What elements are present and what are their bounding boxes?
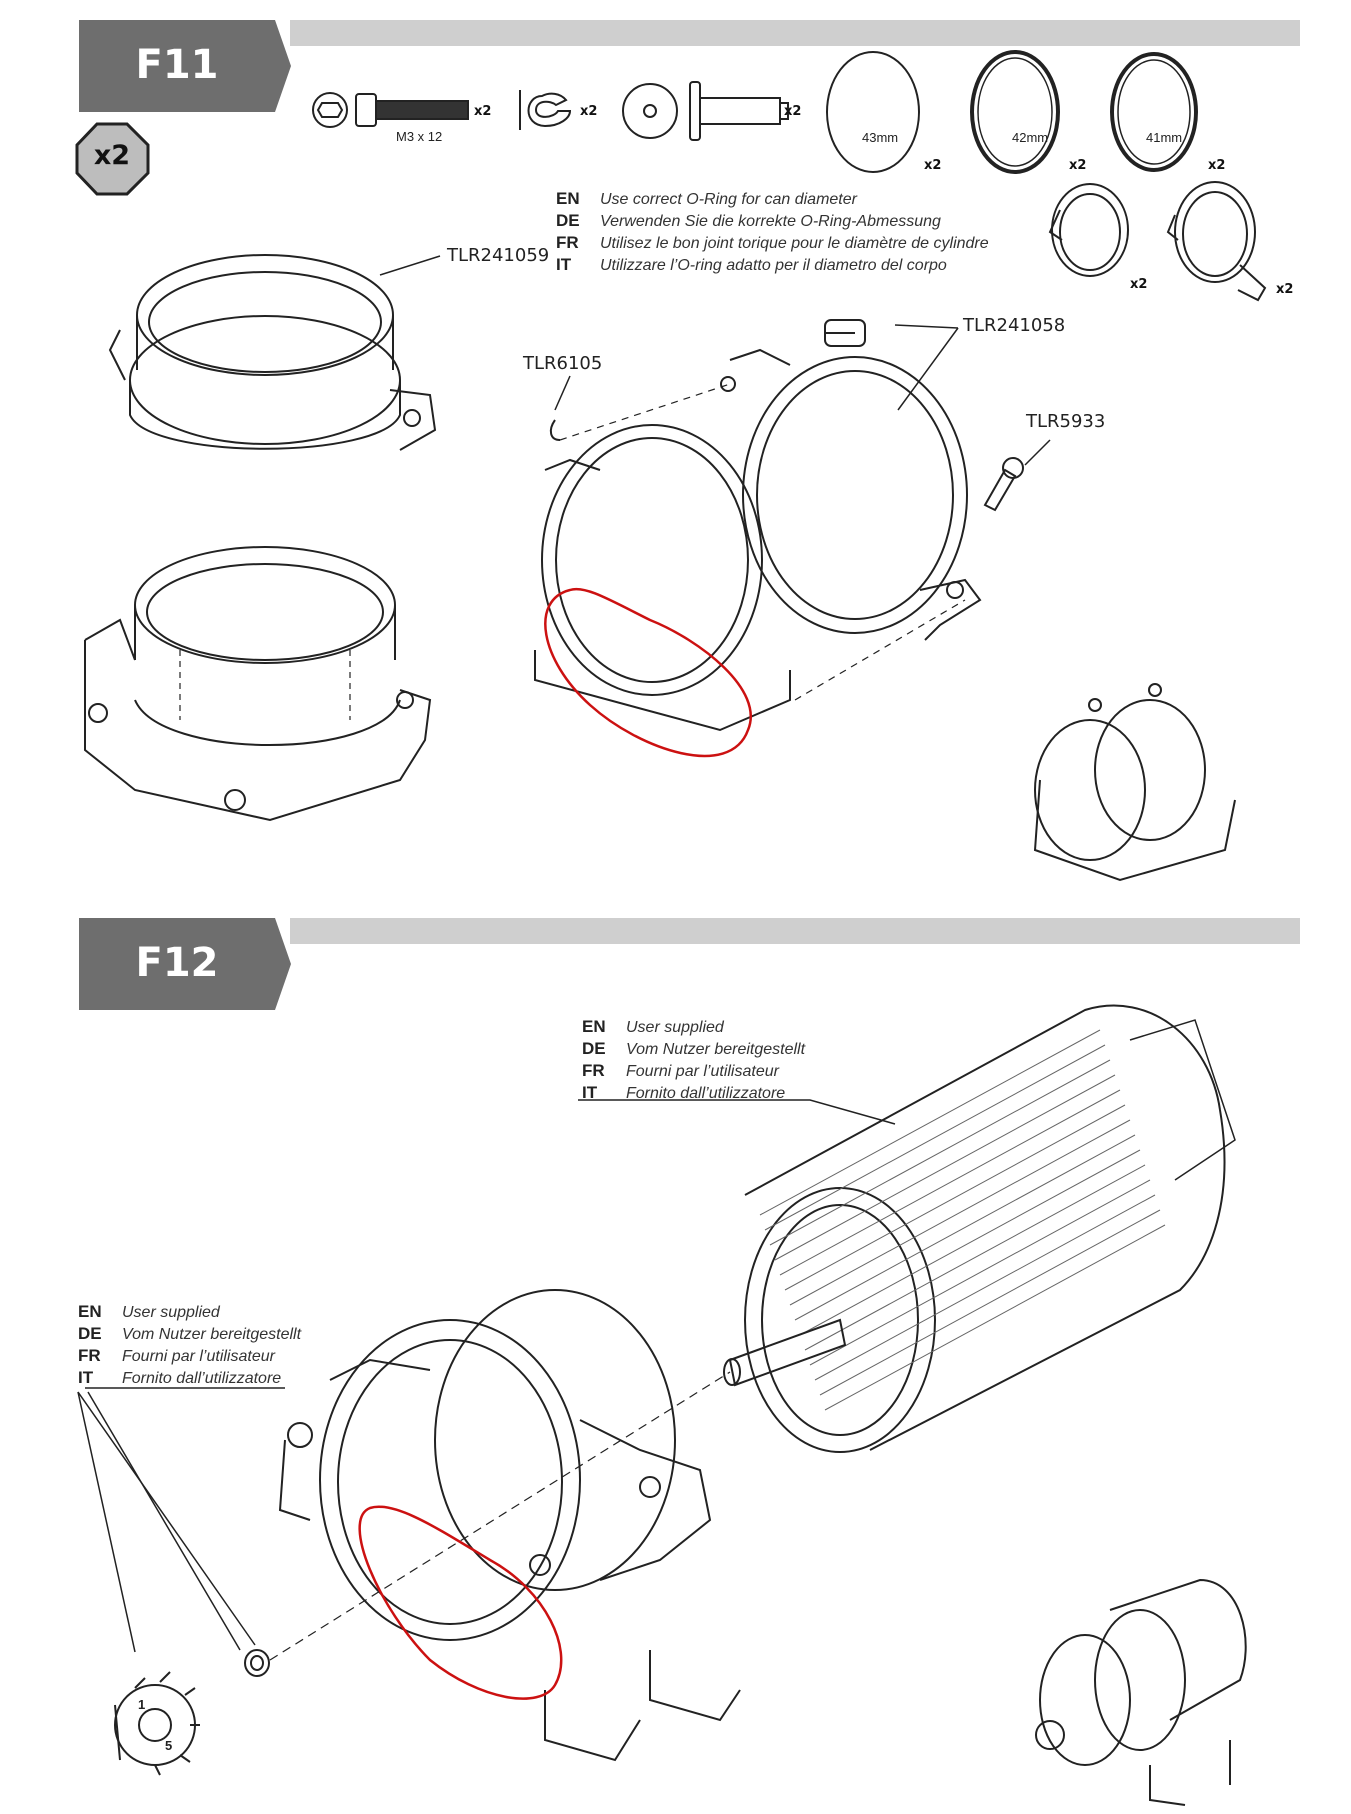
motor-user-supplied-note: EN User supplied DE Vom Nutzer bereitgeste… [582, 1016, 805, 1104]
note-text: User supplied [122, 1304, 220, 1321]
quantity-badge: x2 [93, 140, 131, 171]
highlight-circle-f11 [544, 587, 752, 758]
oring-43-qty: x2 [924, 158, 942, 173]
note-line: DE Vom Nutzer bereitgestellt [582, 1038, 805, 1060]
note-line: EN User supplied [78, 1301, 301, 1323]
note-line: FR Fourni par l’utilisateur [78, 1345, 301, 1367]
shaft-axis-line [269, 1371, 731, 1661]
lang-code: EN [78, 1302, 102, 1321]
note-text: Utilisez le bon joint torique pour le di… [600, 235, 989, 252]
clip-qty: x2 [580, 104, 598, 119]
set-screw-illustration [244, 1649, 270, 1677]
note-line: IT Fornito dall’utilizzatore [78, 1367, 301, 1389]
step-f11-band [290, 20, 1300, 46]
step-f12-band [290, 918, 1300, 944]
oring-41-qty: x2 [1208, 158, 1226, 173]
note-line: FR Utilisez le bon joint torique pour le … [556, 232, 989, 254]
note-text: Verwenden Sie die korrekte O-Ring-Abmess… [600, 213, 941, 230]
mount-tlr241059-illustration [84, 254, 437, 822]
pinion-user-supplied-note: EN User supplied DE Vom Nutzer bereitgeste… [78, 1301, 301, 1389]
note-text: Utilizzare l’O-ring adatto per il diamet… [600, 257, 947, 274]
lang-code: FR [78, 1346, 101, 1365]
ring-half-qty: x2 [1130, 277, 1148, 292]
note-text: Fornito dall’utilizzatore [122, 1370, 282, 1387]
lang-code: EN [556, 189, 580, 208]
pinion-mark-1: 1 [138, 1697, 146, 1712]
pinion-gear-illustration [114, 1671, 200, 1776]
f11-leader-lines [379, 255, 1051, 466]
lang-code: FR [582, 1061, 605, 1080]
screw-m3x12-icon [312, 92, 469, 128]
oring-41-size: 41mm [1146, 130, 1183, 145]
pin-qty: x2 [784, 104, 802, 119]
step-f12-title: F12 [135, 940, 219, 986]
note-line: IT Utilizzare l’O-ring adatto per il diam… [556, 254, 989, 276]
lang-code: IT [556, 255, 572, 274]
note-line: EN Use correct O-Ring for can diameter [556, 188, 989, 210]
step-f11-header: F11 [79, 20, 291, 112]
lang-code: DE [78, 1324, 102, 1343]
pinion-mark-5: 5 [165, 1738, 173, 1753]
lang-code: FR [556, 233, 579, 252]
f12-leader-lines [77, 1099, 896, 1653]
lang-code: DE [582, 1039, 606, 1058]
lang-code: IT [78, 1368, 94, 1387]
lang-code: IT [582, 1083, 598, 1102]
note-text: Use correct O-Ring for can diameter [600, 191, 857, 208]
note-line: FR Fourni par l’utilisateur [582, 1060, 805, 1082]
e-clip-icon [519, 90, 572, 130]
note-line: DE Verwenden Sie die korrekte O-Ring-Abme… [556, 210, 989, 232]
step-f12-header: F12 [79, 918, 291, 1010]
note-text: Vom Nutzer bereitgestellt [122, 1326, 302, 1343]
note-text: Fornito dall’utilizzatore [626, 1085, 786, 1102]
oring-42-qty: x2 [1069, 158, 1087, 173]
step-f11-title: F11 [135, 42, 219, 88]
clamp-qty: x2 [1276, 282, 1294, 297]
note-text: User supplied [626, 1019, 724, 1036]
part-label-tlr6105: TLR6105 [523, 353, 603, 374]
note-text: Vom Nutzer bereitgestellt [626, 1041, 806, 1058]
lang-code: EN [582, 1017, 606, 1036]
motor-illustration [723, 1004, 1236, 1453]
motor-mount-illustration [278, 1289, 741, 1762]
assembled-motor-view [1035, 1578, 1247, 1806]
lang-code: DE [556, 211, 580, 230]
clamp-assembly-illustration [534, 319, 1024, 732]
part-label-tlr241058: TLR241058 [963, 315, 1066, 336]
part-label-tlr241059: TLR241059 [447, 245, 550, 266]
assembled-clamp-view [1033, 683, 1236, 882]
part-label-tlr5933: TLR5933 [1026, 411, 1106, 432]
oring-icons [826, 50, 1198, 174]
note-line: DE Vom Nutzer bereitgestellt [78, 1323, 301, 1345]
note-line: IT Fornito dall’utilizzatore [582, 1082, 805, 1104]
ring-half-and-clamp-icons [1048, 181, 1267, 302]
highlight-circle-f12 [358, 1505, 563, 1700]
note-line: EN User supplied [582, 1016, 805, 1038]
washer-and-pin-icon [622, 81, 789, 141]
screw-qty: x2 [474, 104, 492, 119]
screw-size-label: M3 x 12 [396, 129, 443, 144]
oring-42-size: 42mm [1012, 130, 1049, 145]
oring-note: EN Use correct O-Ring for can diameter DE… [556, 188, 989, 276]
note-text: Fourni par l’utilisateur [122, 1348, 275, 1365]
oring-43-size: 43mm [862, 130, 899, 145]
note-text: Fourni par l’utilisateur [626, 1063, 779, 1080]
